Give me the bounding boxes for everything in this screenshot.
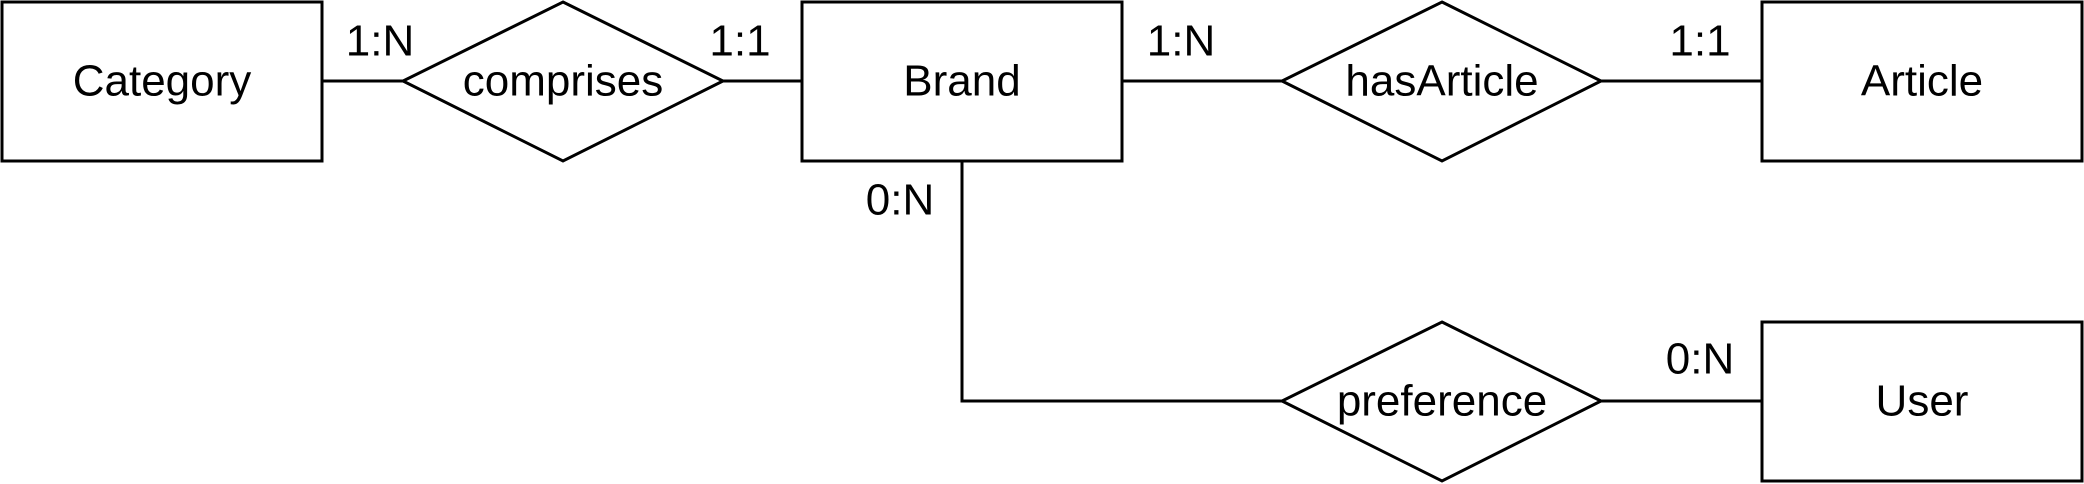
relationship-preference-label: preference: [1337, 377, 1547, 426]
cardinality-brand-hasarticle: 1:N: [1147, 17, 1215, 66]
cardinality-comprises-brand: 1:1: [709, 17, 770, 66]
relationship-preference-diamond: [1278, 320, 1605, 483]
relationship-preference[interactable]: preference: [1278, 320, 1605, 483]
entity-article-box: [1760, 0, 2084, 163]
relationship-comprises-diamond: [399, 0, 727, 163]
cardinality-category-comprises: 1:N: [346, 17, 414, 66]
relationship-comprises-label: comprises: [463, 57, 664, 106]
entity-article-label: Article: [1861, 57, 1983, 106]
cardinality-labels: 1:N 1:1 1:N 1:1 0:N 0:N: [346, 17, 1734, 384]
relationship-comprises[interactable]: comprises: [399, 0, 727, 163]
entity-category[interactable]: Category: [0, 0, 324, 163]
entity-user-label: User: [1876, 377, 1969, 426]
cardinality-brand-preference: 0:N: [866, 176, 934, 225]
edge-brand-preference: [960, 161, 1282, 403]
entity-category-box: [0, 0, 324, 163]
connectors: [322, 79, 1762, 403]
entity-category-label: Category: [73, 57, 252, 106]
entity-brand-box: [800, 0, 1124, 163]
relationship-hasarticle-label: hasArticle: [1345, 57, 1538, 106]
entity-user[interactable]: User: [1760, 320, 2084, 483]
entity-brand[interactable]: Brand: [800, 0, 1124, 163]
relationship-hasarticle-diamond: [1278, 0, 1605, 163]
entity-user-box: [1760, 320, 2084, 483]
relationship-hasarticle[interactable]: hasArticle: [1278, 0, 1605, 163]
entity-article[interactable]: Article: [1760, 0, 2084, 163]
cardinality-hasarticle-article: 1:1: [1669, 17, 1730, 66]
entity-brand-label: Brand: [903, 57, 1020, 106]
cardinality-preference-user: 0:N: [1666, 335, 1734, 384]
